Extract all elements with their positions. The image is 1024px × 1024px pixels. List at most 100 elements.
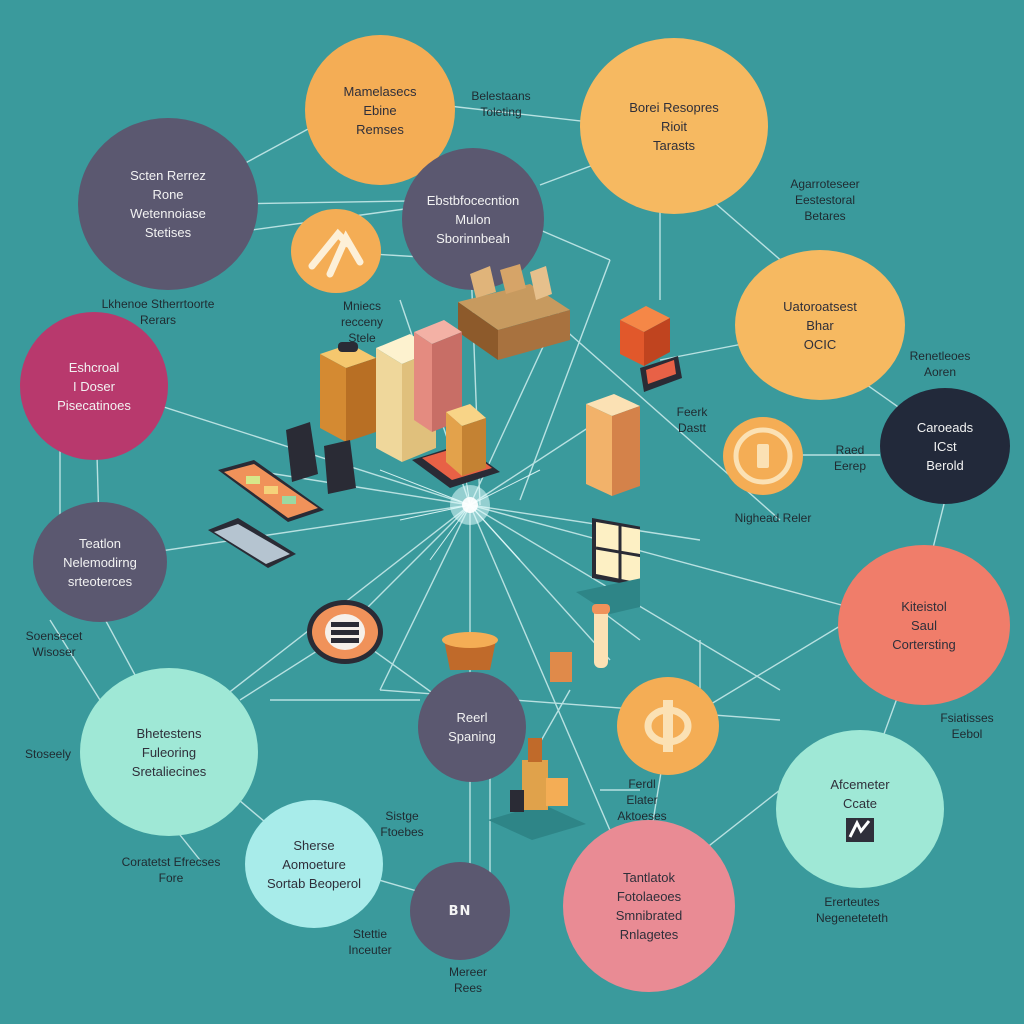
label-text: Betares xyxy=(804,209,846,223)
node-text: Mamelasecs xyxy=(343,83,417,99)
label-upper-center: Mniecs recceny Stele xyxy=(322,298,402,346)
label-text: recceny xyxy=(340,315,384,329)
node-slate-left: Scten Rerrez Rone Wetennoiase Stetises xyxy=(78,118,258,290)
node-text: Eshcroal xyxy=(68,359,120,375)
node-mint: Bhetestens Fuleoring Sretaliecines xyxy=(80,668,258,836)
label-text: Mereer xyxy=(448,965,487,979)
label-text: Lkhenoe Stherrtoorte xyxy=(101,297,215,311)
node-text: Bhetestens xyxy=(136,725,202,741)
node-text: Sretaliecines xyxy=(131,763,207,779)
chart-glyph-icon xyxy=(846,818,874,842)
label-text: Rerars xyxy=(139,313,176,327)
node-text: Cortersting xyxy=(892,636,956,652)
node-text: Kiteistol xyxy=(901,598,947,614)
label-text: Stele xyxy=(348,331,376,345)
stacked-coins-icon xyxy=(305,598,385,671)
bar-cube-icon xyxy=(612,298,692,399)
node-text: Bhar xyxy=(806,317,834,333)
node-coral: Kiteistol Saul Cortersting xyxy=(838,545,1010,705)
label-bottom-center-left: Stettie Inceuter xyxy=(330,926,410,958)
label-text: Fsiatisses xyxy=(940,711,994,725)
label-top-center: Belestaans Toleting xyxy=(455,88,547,120)
figure-illustration xyxy=(488,738,586,840)
coin-icon xyxy=(722,416,804,501)
label-text: Belestaans xyxy=(471,89,531,103)
node-text: Rnlagetes xyxy=(619,927,679,942)
label-left-mid: Soensecet Wisoser xyxy=(8,628,100,660)
node-text: Pisecatinoes xyxy=(57,397,131,413)
node-text: Afcemeter xyxy=(830,777,890,792)
node-text: Scten Rerrez xyxy=(130,168,206,183)
label-text: Rees xyxy=(453,981,482,995)
node-orange-top: Mamelasecs Ebine Remses xyxy=(305,35,455,185)
label-left-lower: Stoseely xyxy=(10,746,86,762)
node-text: Sborinnbeah xyxy=(436,230,510,246)
node-text: Ebstbfocecntion xyxy=(426,192,520,208)
node-text: Fotolaeoes xyxy=(616,889,682,904)
label-text: Toleting xyxy=(480,105,522,119)
node-text: Fuleoring xyxy=(141,744,197,760)
node-text: Saul xyxy=(910,617,938,633)
node-text: Remses xyxy=(356,121,404,137)
label-upper-left: Lkhenoe Stherrtoorte Rerars xyxy=(70,296,246,328)
node-text: I Doser xyxy=(73,378,115,394)
node-aqua-right: Afcemeter Ccate xyxy=(776,730,944,888)
node-text: Nelemodirng xyxy=(63,554,137,570)
label-text: Stoseely xyxy=(24,747,72,761)
label-text: Coratetst Efrecses xyxy=(121,855,221,869)
label-text: Eerep xyxy=(833,459,867,473)
label-right-mid: Renetleoes Aoren xyxy=(890,348,990,380)
node-bn-logo: BN xyxy=(410,862,510,960)
label-text: Agarroteseer xyxy=(790,177,860,191)
node-aqua-bottom: Sherse Aomoeture Sortab Beoperol xyxy=(245,800,383,928)
label-text: Feerk xyxy=(676,405,708,419)
node-slate-mid-left: Teatlon Nelemodirng srteoterces xyxy=(33,502,167,622)
label-text: Renetleoes xyxy=(909,349,971,363)
node-text: ICst xyxy=(933,438,957,454)
node-text: Reerl xyxy=(456,710,488,725)
label-text: Negeneteteth xyxy=(815,911,889,925)
label-bottom-right: Ererteutes Negeneteteth xyxy=(790,894,914,926)
node-text: Spaning xyxy=(448,729,496,744)
node-gold-right: Uatoroatsest Bhar OCIC xyxy=(735,250,905,400)
label-text: Eestestoral xyxy=(794,193,856,207)
node-text: Caroeads xyxy=(916,419,974,435)
node-text: Sherse xyxy=(293,837,335,853)
node-text: srteoterces xyxy=(67,573,133,589)
node-text: Sortab Beoperol xyxy=(267,875,361,891)
label-right-lower: Fsiatisses Eebol xyxy=(924,710,1010,742)
label-bottom-left: Coratetst Efrecses Fore xyxy=(96,854,246,886)
label-text: Inceuter xyxy=(348,943,392,957)
label-text: Eebol xyxy=(951,727,983,741)
node-slate-bottom: Reerl Spaning xyxy=(418,672,526,782)
node-text: Ccate xyxy=(843,796,877,811)
label-text: Ererteutes xyxy=(824,895,880,909)
bn-logo-text: BN xyxy=(448,903,472,919)
node-gold-top-right: Borei Resopres Rioit Tarasts xyxy=(580,38,768,214)
label-under-coin: Nighead Reler xyxy=(710,510,836,526)
node-text: OCIC xyxy=(803,336,837,352)
label-top-right: Agarroteseer Eestestoral Betares xyxy=(756,176,894,224)
node-text: Rone xyxy=(152,187,184,202)
label-beside-coin: Raed Eerep xyxy=(820,442,880,474)
node-text: Tarasts xyxy=(653,137,695,153)
isometric-city-illustration xyxy=(208,264,640,682)
node-text: Aomoeture xyxy=(282,856,346,872)
label-text: Ftoebes xyxy=(380,825,424,839)
label-text: Soensecet xyxy=(25,629,83,643)
label-text: Fore xyxy=(158,871,184,885)
label-text: Wisoser xyxy=(32,645,76,659)
label-text: Nighead Reler xyxy=(734,511,812,525)
label-text: Mniecs xyxy=(342,299,381,313)
node-text: Teatlon xyxy=(79,535,121,551)
label-text: Dastt xyxy=(677,421,706,435)
label-lower-center: Sistge Ftoebes xyxy=(366,808,438,840)
label-bottom-center: Mereer Rees xyxy=(430,964,506,996)
label-lower-center-right: Ferdl Elater Aktoeses xyxy=(602,776,682,824)
node-pink: Tantlatok Fotolaeoes Smnibrated Rnlagete… xyxy=(563,820,735,992)
node-text: Ebine xyxy=(363,102,397,118)
label-center-right: Feerk Dastt xyxy=(662,404,722,436)
currency-coin-icon xyxy=(616,676,720,781)
label-text: Ferdl xyxy=(628,777,656,791)
